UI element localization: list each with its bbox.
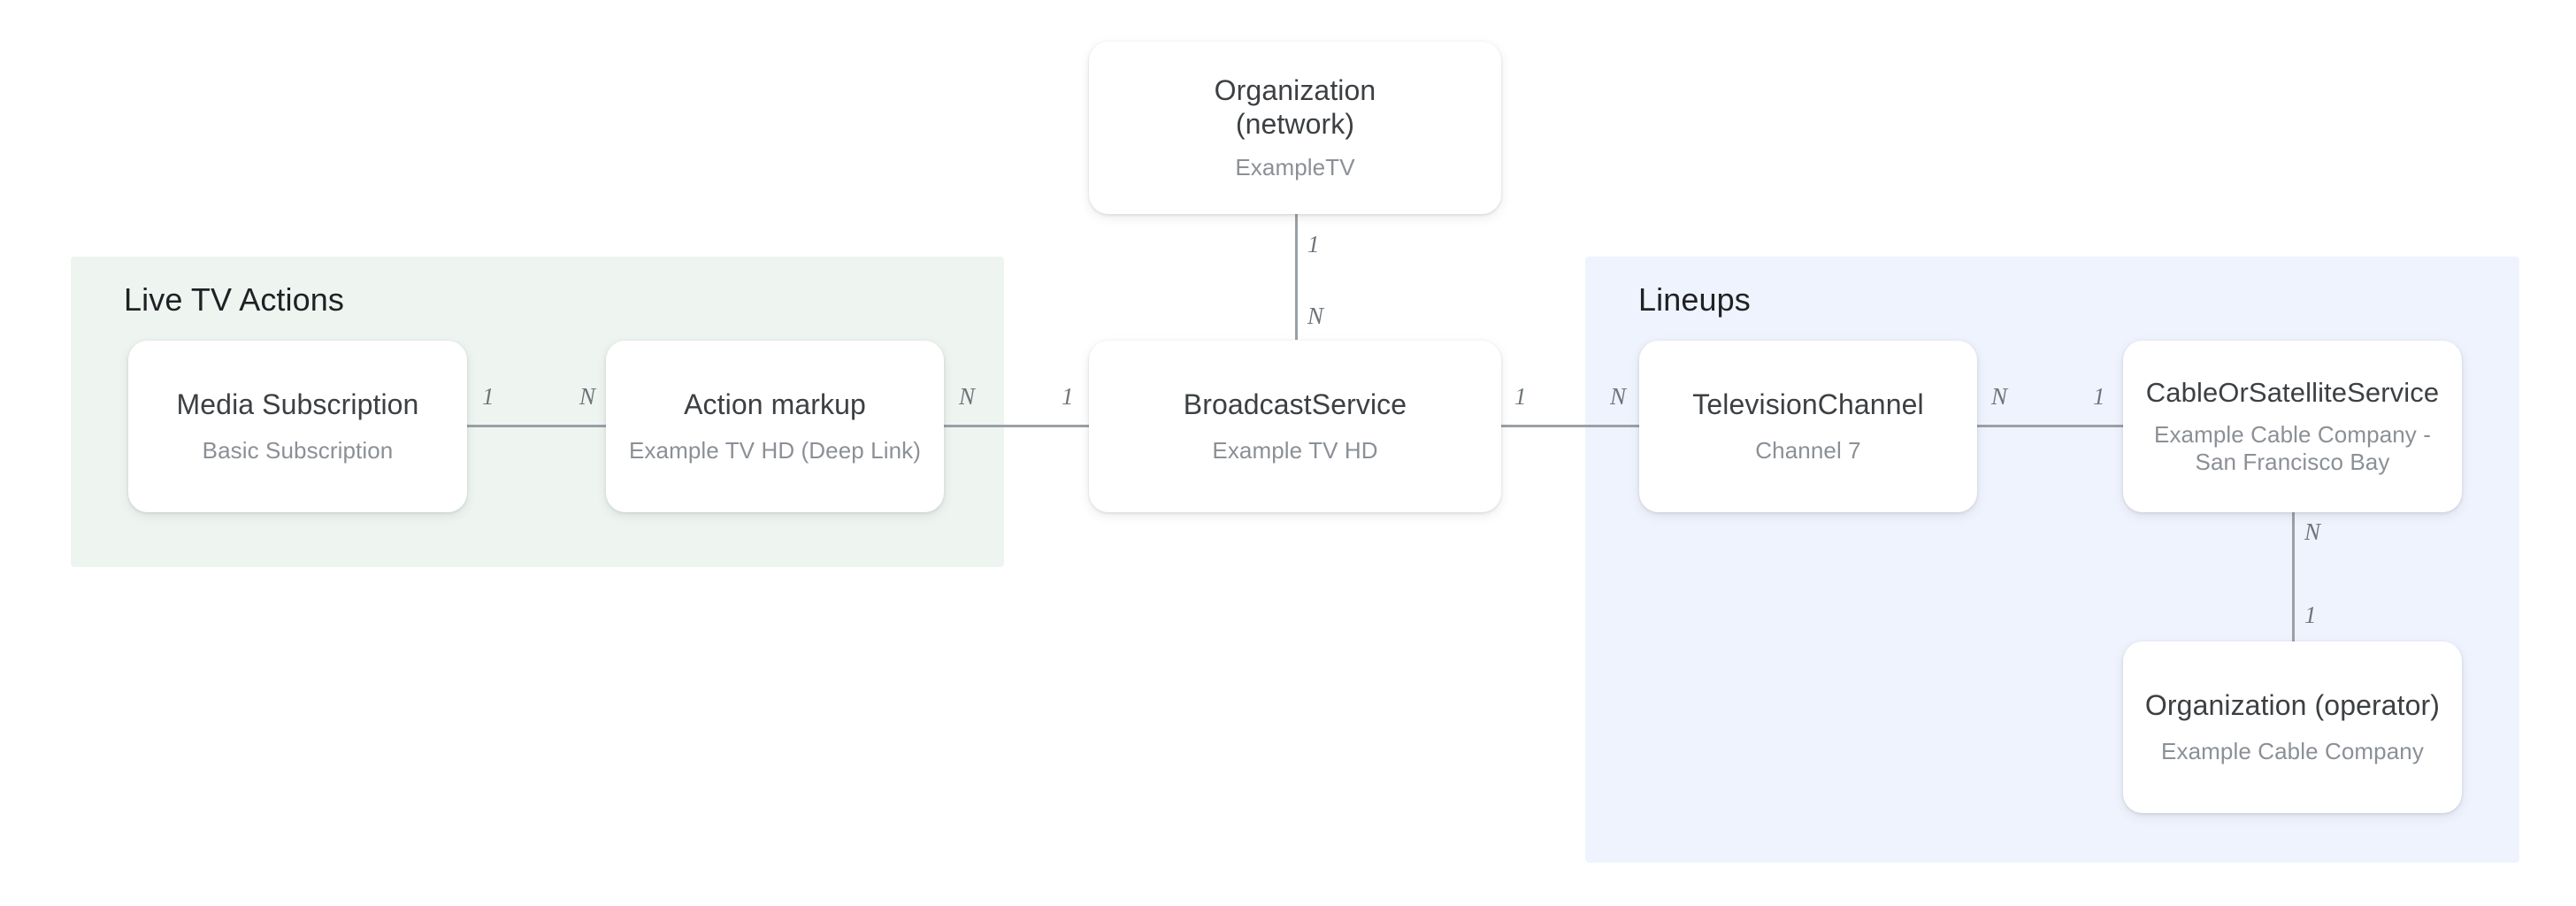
entity-title-broadcast-service: BroadcastService bbox=[1183, 388, 1407, 420]
entity-title-line-2: (network) bbox=[1235, 107, 1355, 140]
group-title-live-tv-actions: Live TV Actions bbox=[124, 281, 344, 318]
edge-multiplicity-television-channel-right: N bbox=[1991, 383, 2008, 410]
entity-card-media-subscription[interactable]: Media Subscription Basic Subscription bbox=[128, 341, 467, 512]
entity-title-organization-network: Organization (network) bbox=[1215, 74, 1376, 142]
edge-multiplicity-television-channel-left: N bbox=[1610, 383, 1627, 410]
edge-action-markup-broadcast-service bbox=[943, 425, 1090, 427]
entity-card-cable-or-satellite-service[interactable]: CableOrSatelliteService Example Cable Co… bbox=[2123, 341, 2462, 512]
entity-subtitle-organization-operator: Example Cable Company bbox=[2161, 738, 2424, 765]
entity-card-organization-operator[interactable]: Organization (operator) Example Cable Co… bbox=[2123, 641, 2462, 813]
edge-multiplicity-org-network-bottom: N bbox=[1307, 303, 1324, 329]
edge-television-channel-cable-or-satellite-service bbox=[1974, 425, 2127, 427]
edge-multiplicity-cable-or-satellite-service-bottom: N bbox=[2304, 518, 2321, 545]
entity-subtitle-line-2: San Francisco Bay bbox=[2195, 449, 2390, 476]
entity-title-line-1: Organization bbox=[1214, 74, 1376, 107]
entity-subtitle-action-markup: Example TV HD (Deep Link) bbox=[628, 437, 922, 465]
entity-title-organization-operator: Organization (operator) bbox=[2144, 688, 2441, 721]
edge-organization-network-broadcast-service bbox=[1295, 212, 1298, 340]
edge-multiplicity-action-markup-left: N bbox=[579, 383, 596, 410]
entity-subtitle-cable-or-satellite-service: Example Cable Company - San Francisco Ba… bbox=[2154, 421, 2431, 476]
edge-media-subscription-action-markup bbox=[465, 425, 607, 427]
edge-multiplicity-organization-operator-top: 1 bbox=[2304, 602, 2317, 628]
entity-title-television-channel: TelevisionChannel bbox=[1692, 388, 1924, 420]
entity-card-organization-network[interactable]: Organization (network) ExampleTV bbox=[1089, 42, 1501, 214]
group-title-lineups: Lineups bbox=[1638, 281, 1751, 318]
entity-subtitle-broadcast-service: Example TV HD bbox=[1212, 437, 1378, 465]
edge-multiplicity-cable-or-satellite-service-left: 1 bbox=[2093, 383, 2105, 410]
entity-title-media-subscription: Media Subscription bbox=[176, 388, 419, 420]
entity-subtitle-organization-network: ExampleTV bbox=[1235, 153, 1355, 180]
entity-title-action-markup: Action markup bbox=[684, 388, 866, 420]
edge-multiplicity-org-network-top: 1 bbox=[1307, 231, 1320, 257]
edge-multiplicity-broadcast-service-left: 1 bbox=[1062, 383, 1074, 410]
edge-multiplicity-media-subscription-right: 1 bbox=[482, 383, 494, 410]
entity-card-action-markup[interactable]: Action markup Example TV HD (Deep Link) bbox=[606, 341, 944, 512]
entity-subtitle-television-channel: Channel 7 bbox=[1755, 437, 1861, 465]
entity-card-television-channel[interactable]: TelevisionChannel Channel 7 bbox=[1639, 341, 1977, 512]
entity-card-broadcast-service[interactable]: BroadcastService Example TV HD bbox=[1089, 341, 1501, 512]
entity-subtitle-line-1: Example Cable Company - bbox=[2154, 421, 2431, 449]
edge-multiplicity-broadcast-service-right: 1 bbox=[1514, 383, 1527, 410]
entity-title-cable-or-satellite-service: CableOrSatelliteService bbox=[2145, 376, 2440, 408]
entity-subtitle-media-subscription: Basic Subscription bbox=[202, 437, 394, 465]
edge-broadcast-service-television-channel bbox=[1499, 425, 1640, 427]
edge-cable-or-satellite-service-organization-operator bbox=[2292, 511, 2295, 641]
edge-multiplicity-action-markup-right: N bbox=[959, 383, 976, 410]
